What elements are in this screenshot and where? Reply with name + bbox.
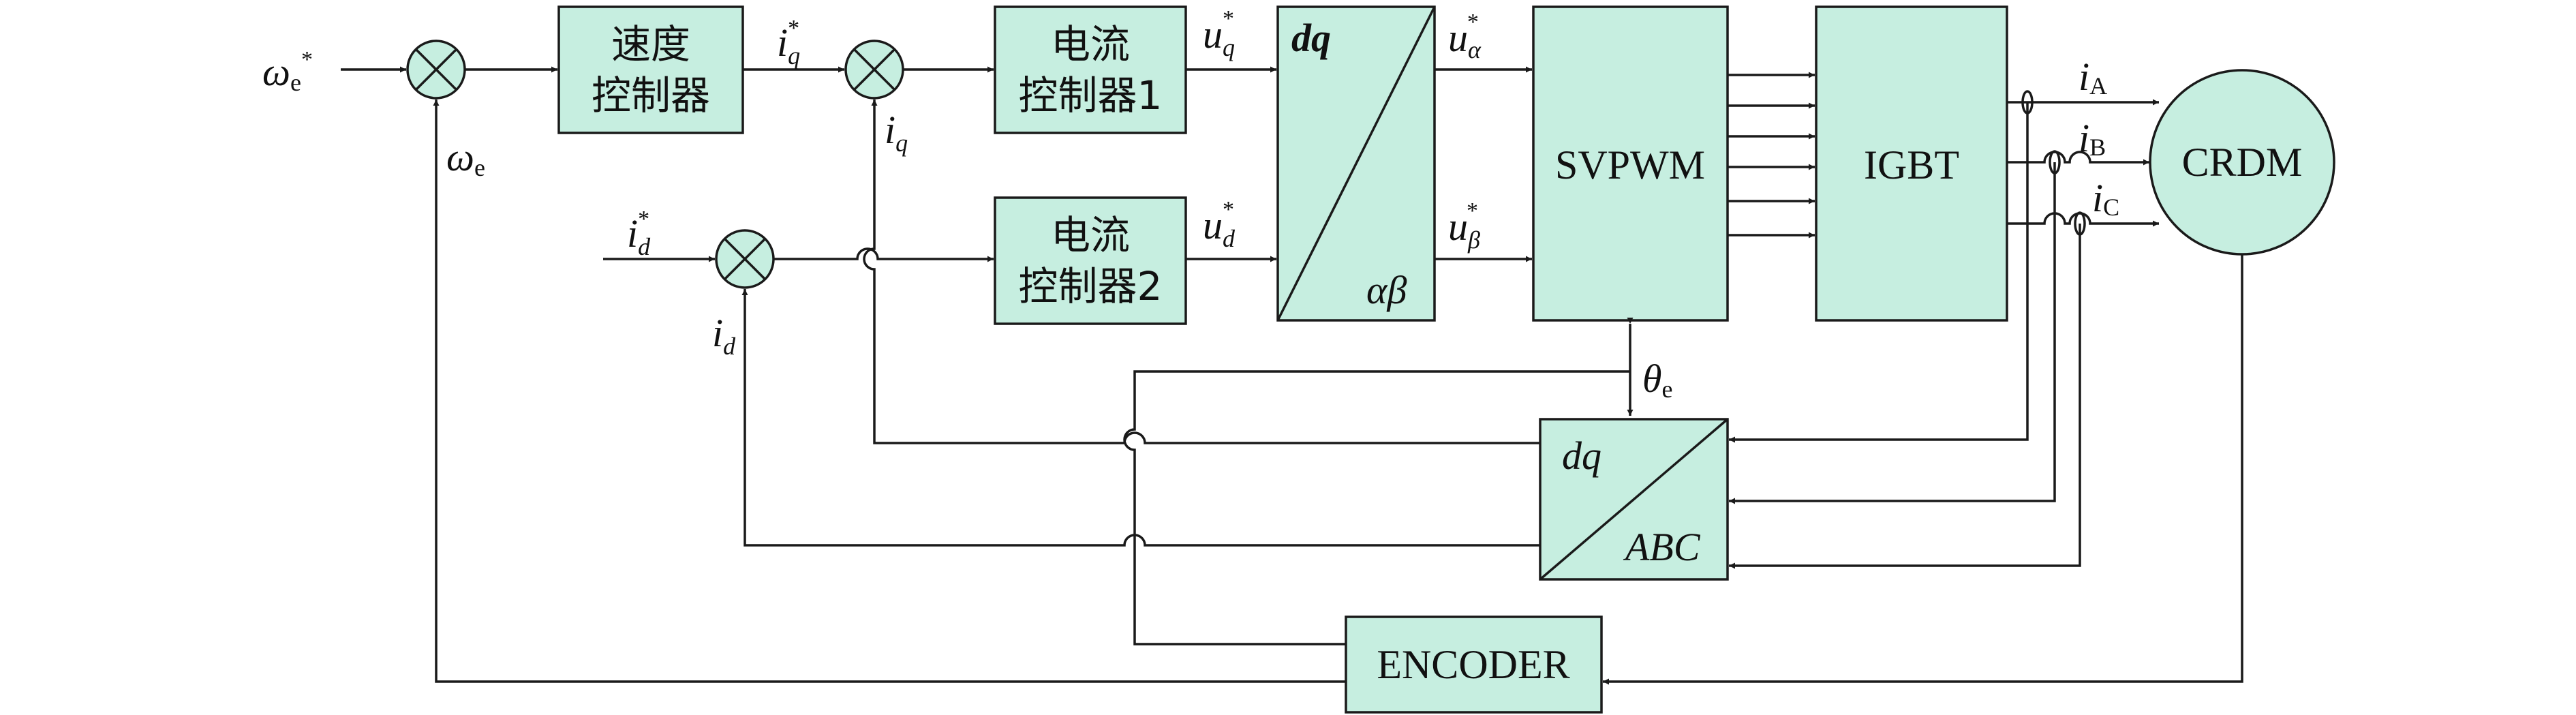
svg-text:iq*: iq* [777, 16, 800, 70]
dq-alphabeta-bottom-label: αβ [1366, 268, 1407, 312]
d-current-summing-junction [715, 229, 775, 289]
speed-controller-label-2: 控制器 [592, 72, 710, 119]
svg-text:uα*: uα* [1448, 10, 1482, 63]
svpwm-block: SVPWM [1532, 5, 1729, 322]
svg-text:iA: iA [2079, 55, 2107, 100]
encoder-block: ENCODER [1345, 615, 1603, 714]
svg-text:iC: iC [2092, 176, 2119, 221]
svg-text:id*: id* [627, 207, 651, 260]
q-current-summing-junction [844, 40, 904, 100]
iq-label: iq [885, 108, 908, 157]
dq-alphabeta-transform-block: dq αβ [1276, 5, 1436, 322]
encoder-label: ENCODER [1377, 642, 1569, 687]
crdm-label: CRDM [2182, 140, 2303, 185]
iC-label: iC [2092, 176, 2119, 221]
ualpha-ref-label: uα* [1448, 10, 1482, 63]
iA-label: iA [2079, 55, 2107, 100]
current-sensors [2021, 90, 2086, 236]
current-controller-1-label-1: 电流 [1051, 21, 1130, 67]
iq-ref-label: iq* [777, 16, 800, 70]
svpwm-label: SVPWM [1555, 142, 1705, 187]
iB-label: iB [2079, 116, 2106, 161]
ud-ref-label: ud* [1203, 197, 1236, 252]
speed-controller-block: 速度 控制器 [557, 5, 744, 134]
igbt-block: IGBT [1815, 5, 2008, 322]
igbt-label: IGBT [1864, 142, 1959, 187]
current-controller-1-block: 电流 控制器1 [994, 5, 1187, 134]
crdm-motor-block: CRDM [2149, 69, 2335, 256]
ubeta-ref-label: uβ* [1448, 198, 1480, 254]
current-controller-1-label-2: 控制器1 [1019, 72, 1163, 119]
speed-summing-junction [406, 40, 466, 100]
current-controller-2-label-1: 电流 [1051, 212, 1130, 258]
speed-controller-label-1: 速度 [611, 21, 690, 67]
id-label: id [712, 311, 736, 360]
id-ref-label: id* [627, 207, 651, 260]
svg-text:iq: iq [885, 108, 908, 157]
svg-text:ωe*: ωe* [262, 47, 313, 96]
dq-abc-transform-block: dq ABC [1539, 418, 1729, 581]
dq-abc-top-label: dq [1562, 433, 1601, 478]
current-controller-2-block: 电流 控制器2 [994, 196, 1187, 325]
svg-text:θe: θe [1642, 356, 1672, 403]
svg-text:iB: iB [2079, 116, 2106, 161]
signal-wires [341, 66, 2243, 685]
dq-alphabeta-top-label: dq [1291, 16, 1331, 60]
svg-text:ωe: ωe [446, 135, 485, 181]
omega-e-ref-label: ωe* [262, 47, 313, 96]
svg-text:ud*: ud* [1203, 197, 1236, 252]
theta-e-label: θe [1642, 356, 1672, 403]
svg-text:id: id [712, 311, 736, 360]
current-controller-2-label-2: 控制器2 [1019, 263, 1163, 309]
svg-text:uq*: uq* [1203, 6, 1235, 61]
dq-abc-bottom-label: ABC [1623, 525, 1701, 569]
svg-text:uβ*: uβ* [1448, 198, 1480, 254]
uq-ref-label: uq* [1203, 6, 1235, 61]
omega-e-label: ωe [446, 135, 485, 181]
